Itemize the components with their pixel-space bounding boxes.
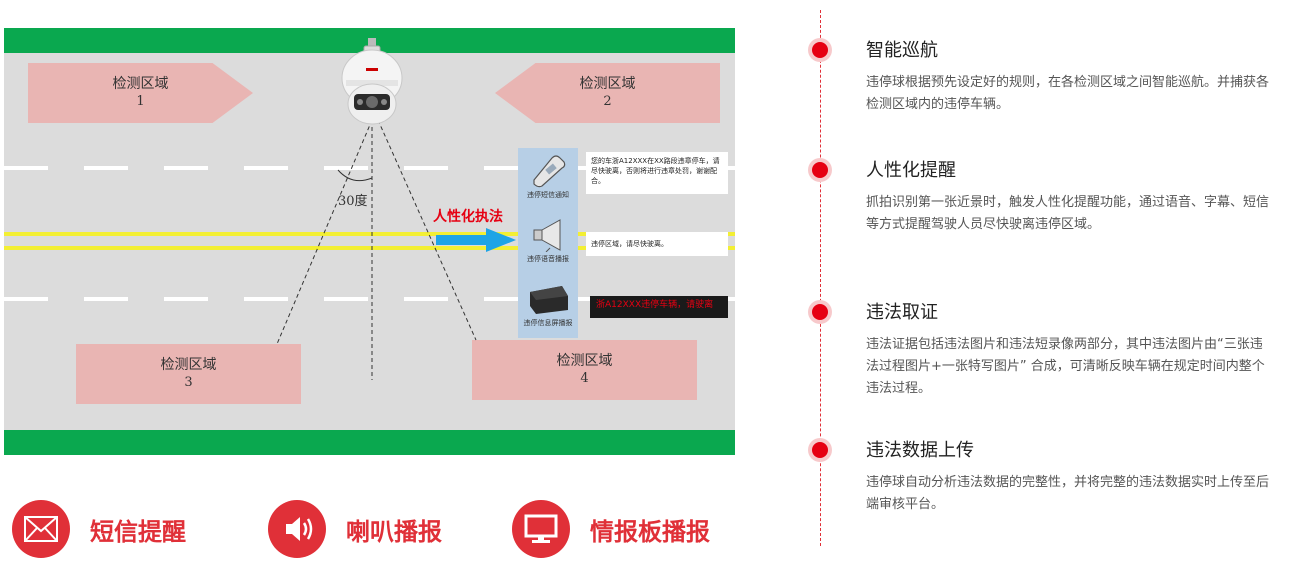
legend-label: 喇叭播报 (346, 517, 442, 546)
zone-number: 2 (603, 94, 612, 109)
sms-message: 您的车浙A12XXX在XX路段违章停车，请尽快驶离，否则将进行违章处罚，谢谢配合… (586, 152, 728, 194)
angle-label: 30度 (338, 194, 368, 209)
bullet-dot-icon (808, 38, 832, 62)
device-label: 违停短信通知 (527, 191, 569, 199)
phone-icon (533, 155, 566, 188)
fov-line-right (377, 119, 477, 341)
ptz-dome-camera-icon (341, 38, 403, 125)
legend-sms: 短信提醒 (12, 500, 186, 558)
detection-zone-1: 检测区域 1 (28, 63, 253, 123)
enforcement-label: 人性化执法 (433, 209, 503, 225)
angle-arc (337, 169, 373, 182)
voice-device: 违停语音播报 (518, 212, 578, 274)
zone-name: 检测区域 (160, 357, 217, 373)
camera-view-lines (276, 119, 477, 380)
sms-device: 违停短信通知 (518, 148, 578, 210)
detection-zone-4: 检测区域 4 (472, 340, 697, 400)
zone-number: 3 (184, 375, 193, 390)
lane-divider-dashed (4, 297, 735, 301)
envelope-icon (12, 500, 70, 558)
green-belt-bottom (4, 430, 735, 455)
detection-zone-3: 检测区域 3 (76, 344, 301, 404)
device-label: 违停语音播报 (527, 255, 569, 263)
legend-info-board: 情报板播报 (512, 500, 710, 558)
feature-title: 人性化提醒 (866, 160, 956, 181)
feature-title: 违法取证 (866, 302, 938, 323)
feature-description: 违停球根据预先设定好的规则，在各检测区域之间智能巡航。并捕获各检测区域内的违停车… (866, 75, 1270, 112)
feature-description: 违法证据包括违法图片和违法短录像两部分，其中违法图片由“三张违法过程图片+一张特… (866, 337, 1265, 396)
bullet-dot-icon (808, 158, 832, 182)
legend-label: 短信提醒 (90, 517, 186, 546)
device-label: 违停信息屏播报 (523, 319, 573, 327)
legend-label: 情报板播报 (590, 517, 710, 546)
legend-speaker: 喇叭播报 (268, 500, 442, 558)
speaker-icon (268, 500, 326, 558)
zone-name: 检测区域 (579, 76, 636, 92)
lane-divider-dashed (4, 166, 735, 170)
monitor-icon (512, 500, 570, 558)
feature-description: 抓拍识别第一张近景时，触发人性化提醒功能，通过语音、字幕、短信等方式提醒驾驶人员… (866, 195, 1270, 232)
timeline-line (820, 10, 821, 546)
center-line-yellow (4, 232, 735, 236)
bullet-dot-icon (808, 438, 832, 462)
zone-number: 1 (136, 94, 145, 109)
feature-description: 违停球自动分析违法数据的完整性，并将完整的违法数据实时上传至后端审核平台。 (866, 475, 1270, 512)
display-device: 违停信息屏播报 (518, 276, 578, 338)
arrow-right-icon (436, 228, 516, 252)
zone-name: 检测区域 (112, 76, 169, 92)
feature-title: 智能巡航 (866, 40, 938, 61)
bullet-dot-icon (808, 300, 832, 324)
notification-devices: 违停短信通知 违停语音播报 违停信息屏播报 (518, 148, 578, 338)
zone-number: 4 (580, 371, 589, 386)
feature-title: 违法数据上传 (866, 440, 974, 461)
detection-zone-2: 检测区域 2 (495, 63, 720, 123)
speaker-icon (533, 219, 561, 252)
road-scene-diagram: 检测区域 1 检测区域 2 检测区域 3 检测区域 4 30度 人性化执法 (0, 0, 740, 470)
zone-name: 检测区域 (556, 353, 613, 369)
voice-message: 违停区域，请尽快驶离。 (586, 232, 728, 256)
fov-line-left (276, 119, 373, 345)
screen-message: 浙A12XXX违停车辆，请驶离 (590, 296, 728, 318)
center-line-yellow (4, 246, 735, 250)
display-box-icon (530, 286, 568, 314)
